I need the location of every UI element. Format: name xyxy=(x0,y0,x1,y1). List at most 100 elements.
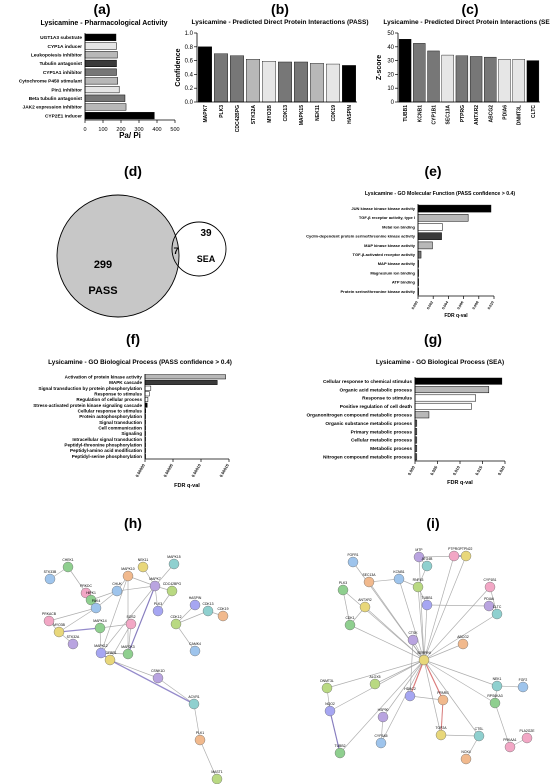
panel-b-bar xyxy=(310,63,324,103)
network-node xyxy=(363,576,375,588)
panel-g-category-label: Positive regulation of cell death xyxy=(340,404,412,410)
panel-c-category-label: PTPRG xyxy=(460,105,466,122)
venn-pass-only-count: 299 xyxy=(94,259,112,271)
network-node-label: MTP xyxy=(415,548,423,552)
panel-a-title: Lysicamine - Pharmacological Activity xyxy=(40,20,167,27)
network-node xyxy=(85,594,97,606)
network-node-label: ACVR1 xyxy=(188,695,199,699)
network-node xyxy=(435,729,447,741)
panel-a-bar xyxy=(84,112,155,120)
network-node-label: CHUK xyxy=(112,582,122,586)
network-node xyxy=(53,626,65,638)
network-node xyxy=(149,580,161,592)
panel-c-bar xyxy=(498,59,511,103)
panel-d-letter: (d) xyxy=(124,163,142,179)
network-node xyxy=(67,638,79,650)
network-edge xyxy=(423,643,464,661)
network-edge xyxy=(423,555,455,661)
network-edge xyxy=(398,578,425,661)
panel-a-category-label: Tubulin antagonist xyxy=(39,61,82,67)
panel-b-category-label: HASPIN xyxy=(347,105,353,124)
panel-c-bar xyxy=(484,56,497,103)
network-node xyxy=(517,681,529,693)
panel-e-category-label: Magnesium ion binding xyxy=(370,270,415,275)
network-node xyxy=(334,747,346,759)
panel-c-category-label: SEC13A xyxy=(446,105,452,125)
panel-f-category-label: Signal transduction by protein phosphory… xyxy=(38,386,142,391)
network-node xyxy=(460,753,472,765)
network-node xyxy=(94,622,106,634)
network-node xyxy=(217,610,229,622)
panel-a-x-tick-label: 500 xyxy=(170,127,179,133)
network-node xyxy=(44,573,56,585)
network-node xyxy=(188,698,200,710)
panel-e-bar xyxy=(417,232,442,240)
panel-a-x-tick-label: 200 xyxy=(116,127,125,133)
network-node xyxy=(407,634,419,646)
network-node-label: TUBB1 xyxy=(422,596,433,600)
network-node-label: MAPK10 xyxy=(121,567,134,571)
network-edge xyxy=(382,659,425,718)
panel-c-bar xyxy=(441,54,454,103)
network-node-label: STK32A xyxy=(67,635,80,639)
network-node-label: NEK11 xyxy=(138,558,149,562)
panel-a-x-tick-label: 0 xyxy=(83,127,86,133)
network-node xyxy=(43,615,55,627)
panel-c-y-tick-label: 50 xyxy=(387,31,394,37)
panel-f-category-label: Activation of protein kinase activity xyxy=(65,374,143,379)
panel-f-category-label: MAPK cascade xyxy=(109,380,142,385)
network-node xyxy=(189,599,201,611)
network-node xyxy=(211,773,223,784)
network-node xyxy=(122,648,134,660)
panel-e-x-tick-label: 0.000 xyxy=(411,301,419,311)
network-node xyxy=(437,694,449,706)
network-edge xyxy=(423,659,442,736)
network-node-label: PAK4 xyxy=(92,599,101,603)
network-node-label: PDIA6 xyxy=(484,597,494,601)
network-edge xyxy=(440,734,480,737)
network-edge xyxy=(329,710,341,754)
network-node-label: TGFBR1 xyxy=(103,651,116,655)
network-node-label: PRKACB xyxy=(42,612,57,616)
network-node-label: PLK3 xyxy=(339,581,347,585)
network-node xyxy=(359,601,371,613)
network-node xyxy=(194,734,206,746)
network-edge xyxy=(374,659,425,685)
network-node-label: HASPIN xyxy=(189,596,202,600)
panel-g-bar xyxy=(414,394,476,402)
panel-a-bar xyxy=(84,103,127,111)
network-edge xyxy=(409,659,425,697)
network-edge xyxy=(127,585,156,655)
panel-f-bar xyxy=(144,385,152,391)
panel-b-category-label: PLK3 xyxy=(219,105,225,118)
panel-e-bar xyxy=(417,214,469,222)
panel-e-category-label: JUN kinase kinase kinase activity xyxy=(351,206,415,211)
panel-a-bar xyxy=(84,42,117,50)
panel-e-bar xyxy=(417,204,492,213)
venn-sea-only-count: 39 xyxy=(200,228,212,239)
panel-b-y-tick-label: 0.8 xyxy=(185,45,194,51)
network-node-label: NOX4 xyxy=(461,750,470,754)
panel-b-y-tick-label: 0.0 xyxy=(185,100,194,106)
panel-b-y-tick-label: 1.0 xyxy=(185,31,194,37)
panel-c-category-label: CLTC xyxy=(531,105,537,118)
network-node-label: PLK1 xyxy=(196,731,204,735)
panel-b-category-label: MAPK15 xyxy=(299,105,305,126)
panel-i-letter: (i) xyxy=(426,515,439,531)
network-node-label: PTPRG xyxy=(448,547,460,551)
panel-b-bar xyxy=(246,59,260,103)
network-node xyxy=(369,678,381,690)
panel-g-bar xyxy=(414,411,430,419)
network-node-label: CYP3A5 xyxy=(374,734,387,738)
panel-e-letter: (e) xyxy=(424,163,441,179)
network-node-label: SEC13A xyxy=(362,573,376,577)
panel-g-bar xyxy=(414,386,490,394)
panel-b-bar xyxy=(198,46,212,103)
panel-e-go-molecular-function: (e) Lysicamine - GO Molecular Function (… xyxy=(306,163,515,319)
network-node-label: ALOX5 xyxy=(370,675,381,679)
network-node-label: CTSK xyxy=(408,631,418,635)
panel-b-bar xyxy=(294,61,308,103)
network-node-label: ANTXR2 xyxy=(358,598,371,602)
venn-sea-label: SEA xyxy=(197,254,216,264)
network-node xyxy=(202,605,214,617)
